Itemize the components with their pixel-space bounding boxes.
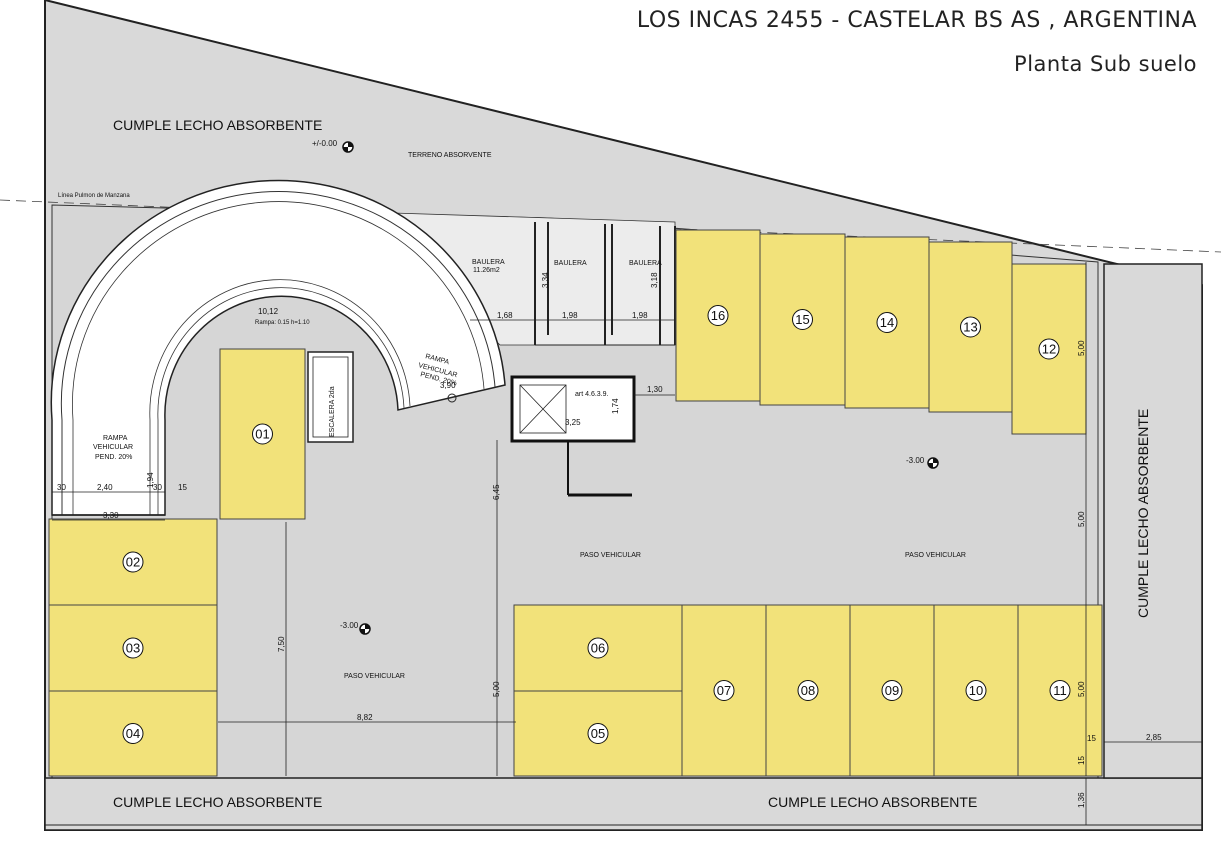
pulmon-label: Línea Pulmon de Manzana: [58, 193, 130, 199]
dim-3-18: 3,18: [650, 272, 659, 288]
dim-2-85: 2,85: [1146, 733, 1162, 742]
spot-number-09: 09: [885, 683, 899, 698]
spot-number-circle: [587, 637, 609, 659]
terreno-label: TERRENO ABSORVENTE: [408, 152, 492, 159]
level-marker-a: [359, 623, 371, 635]
dim-15-b: 15: [1087, 734, 1096, 743]
spot-number-circle: [587, 723, 609, 744]
dim-7-50: 7,50: [277, 636, 286, 652]
dim-1-94: 1,94: [146, 472, 155, 488]
spot-number-circle: [1038, 338, 1060, 360]
spot-number-04: 04: [126, 726, 140, 741]
spot-number-13: 13: [963, 320, 977, 335]
spot-number-03: 03: [126, 641, 140, 656]
spot-number-circle: [797, 680, 819, 701]
absorbente-label-right: CUMPLE LECHO ABSORBENTE: [1135, 409, 1151, 618]
paso-label-2: PASO VEHICULAR: [905, 552, 966, 559]
paso-label-3: PASO VEHICULAR: [344, 673, 405, 680]
baulera-area-size: 11.26m2: [473, 267, 500, 274]
dim-6-45: 6,45: [492, 484, 501, 500]
dim-1-68: 1,68: [497, 311, 513, 320]
baulera-label-2: BAULERA: [629, 260, 662, 267]
spot-number-16: 16: [711, 308, 725, 323]
spot-number-06: 06: [591, 641, 605, 656]
elevator-block: [510, 375, 636, 497]
level-marker-b: [927, 457, 939, 469]
spot-number-10: 10: [969, 683, 983, 698]
escalera-label: ESCALERA 2da: [329, 386, 336, 437]
dim-1-30: 1,30: [647, 385, 663, 394]
spot-number-12: 12: [1042, 342, 1056, 357]
spot-number-01: 01: [255, 427, 269, 442]
spot-number-circle: [1049, 680, 1071, 701]
dim-1-98-a: 1,98: [562, 311, 578, 320]
level-zero-label: +/-0.00: [312, 139, 338, 148]
dim-5-00-b: 5,00: [1077, 340, 1086, 356]
plan-subtitle: Planta Sub suelo: [1014, 52, 1197, 76]
rampa-note: Rampa: 0.15 h=1.10: [255, 320, 310, 326]
level-label-a: -3.00: [340, 621, 359, 630]
art-label: art 4.6.3.9.: [575, 391, 609, 398]
baulera-label-1: BAULERA: [554, 260, 587, 267]
spot-number-circle: [881, 680, 903, 701]
dim-10-12: 10,12: [258, 307, 279, 316]
dim-15: 15: [178, 483, 187, 492]
rampa-left-2: VEHICULAR: [93, 444, 133, 451]
dim-3-34: 3,34: [541, 272, 550, 288]
absorbente-label-bottom-left: CUMPLE LECHO ABSORBENTE: [113, 794, 322, 810]
baulera-area-label: BAULERA: [472, 259, 505, 266]
spot-number-08: 08: [801, 683, 815, 698]
stair-box: [307, 351, 354, 443]
dim-3-90: 3,90: [440, 381, 456, 390]
spot-number-circle: [252, 423, 273, 445]
rampa-left-1: RAMPA: [103, 435, 128, 442]
plan-title: LOS INCAS 2455 - CASTELAR BS AS , ARGENT…: [636, 8, 1197, 33]
dim-1-74: 1,74: [611, 398, 620, 414]
dim-30: 30: [57, 483, 66, 492]
right-absorbent-strip: [1103, 263, 1203, 779]
paso-label-1: PASO VEHICULAR: [580, 552, 641, 559]
spot-number-05: 05: [591, 726, 605, 741]
spot-number-circle: [713, 680, 735, 701]
spot-number-circle: [122, 551, 144, 573]
dim-5-00-a: 5,00: [492, 681, 501, 697]
spot-number-15: 15: [795, 312, 809, 327]
curved-ramp: [50, 179, 506, 516]
spot-number-circle: [122, 637, 144, 659]
absorbente-label-top: CUMPLE LECHO ABSORBENTE: [113, 117, 322, 133]
spot-number-02: 02: [126, 555, 140, 570]
spot-number-14: 14: [880, 315, 894, 330]
dimension-lines: [52, 262, 1202, 825]
spot-number-11: 11: [1053, 683, 1067, 698]
spot-number-circle: [707, 305, 729, 326]
spot-number-circle: [792, 309, 813, 330]
parking-spots: 01 02 03 04 05 06 07 08 09 10 11 12 13 14 15 16: [48, 229, 1103, 777]
rampa-left-3: PEND. 20%: [95, 454, 132, 461]
spot-number-circle: [965, 680, 987, 701]
dim-2-40: 2,40: [97, 483, 113, 492]
baulera-walls: [534, 222, 676, 346]
bottom-absorbent-strip: [44, 777, 1203, 831]
level-marker-zero: [342, 141, 354, 153]
level-label-b: -3.00: [906, 456, 925, 465]
dim-30-b: 30: [153, 483, 162, 492]
spot-number-circle: [876, 312, 898, 333]
dim-5-00-d: 5,00: [1077, 681, 1086, 697]
dim-5-00-c: 5,00: [1077, 511, 1086, 527]
spot-number-circle: [960, 316, 981, 338]
spot-number-07: 07: [717, 683, 731, 698]
dim-8-82: 8,82: [357, 713, 373, 722]
dim-3-25: 3,25: [565, 418, 581, 427]
dim-3-30: 3,30: [103, 511, 119, 520]
dim-15-c: 15: [1077, 756, 1086, 765]
absorbente-label-bottom-right: CUMPLE LECHO ABSORBENTE: [768, 794, 977, 810]
spot-number-circle: [122, 723, 144, 744]
dim-1-36: 1,36: [1077, 792, 1086, 808]
dim-1-98-b: 1,98: [632, 311, 648, 320]
